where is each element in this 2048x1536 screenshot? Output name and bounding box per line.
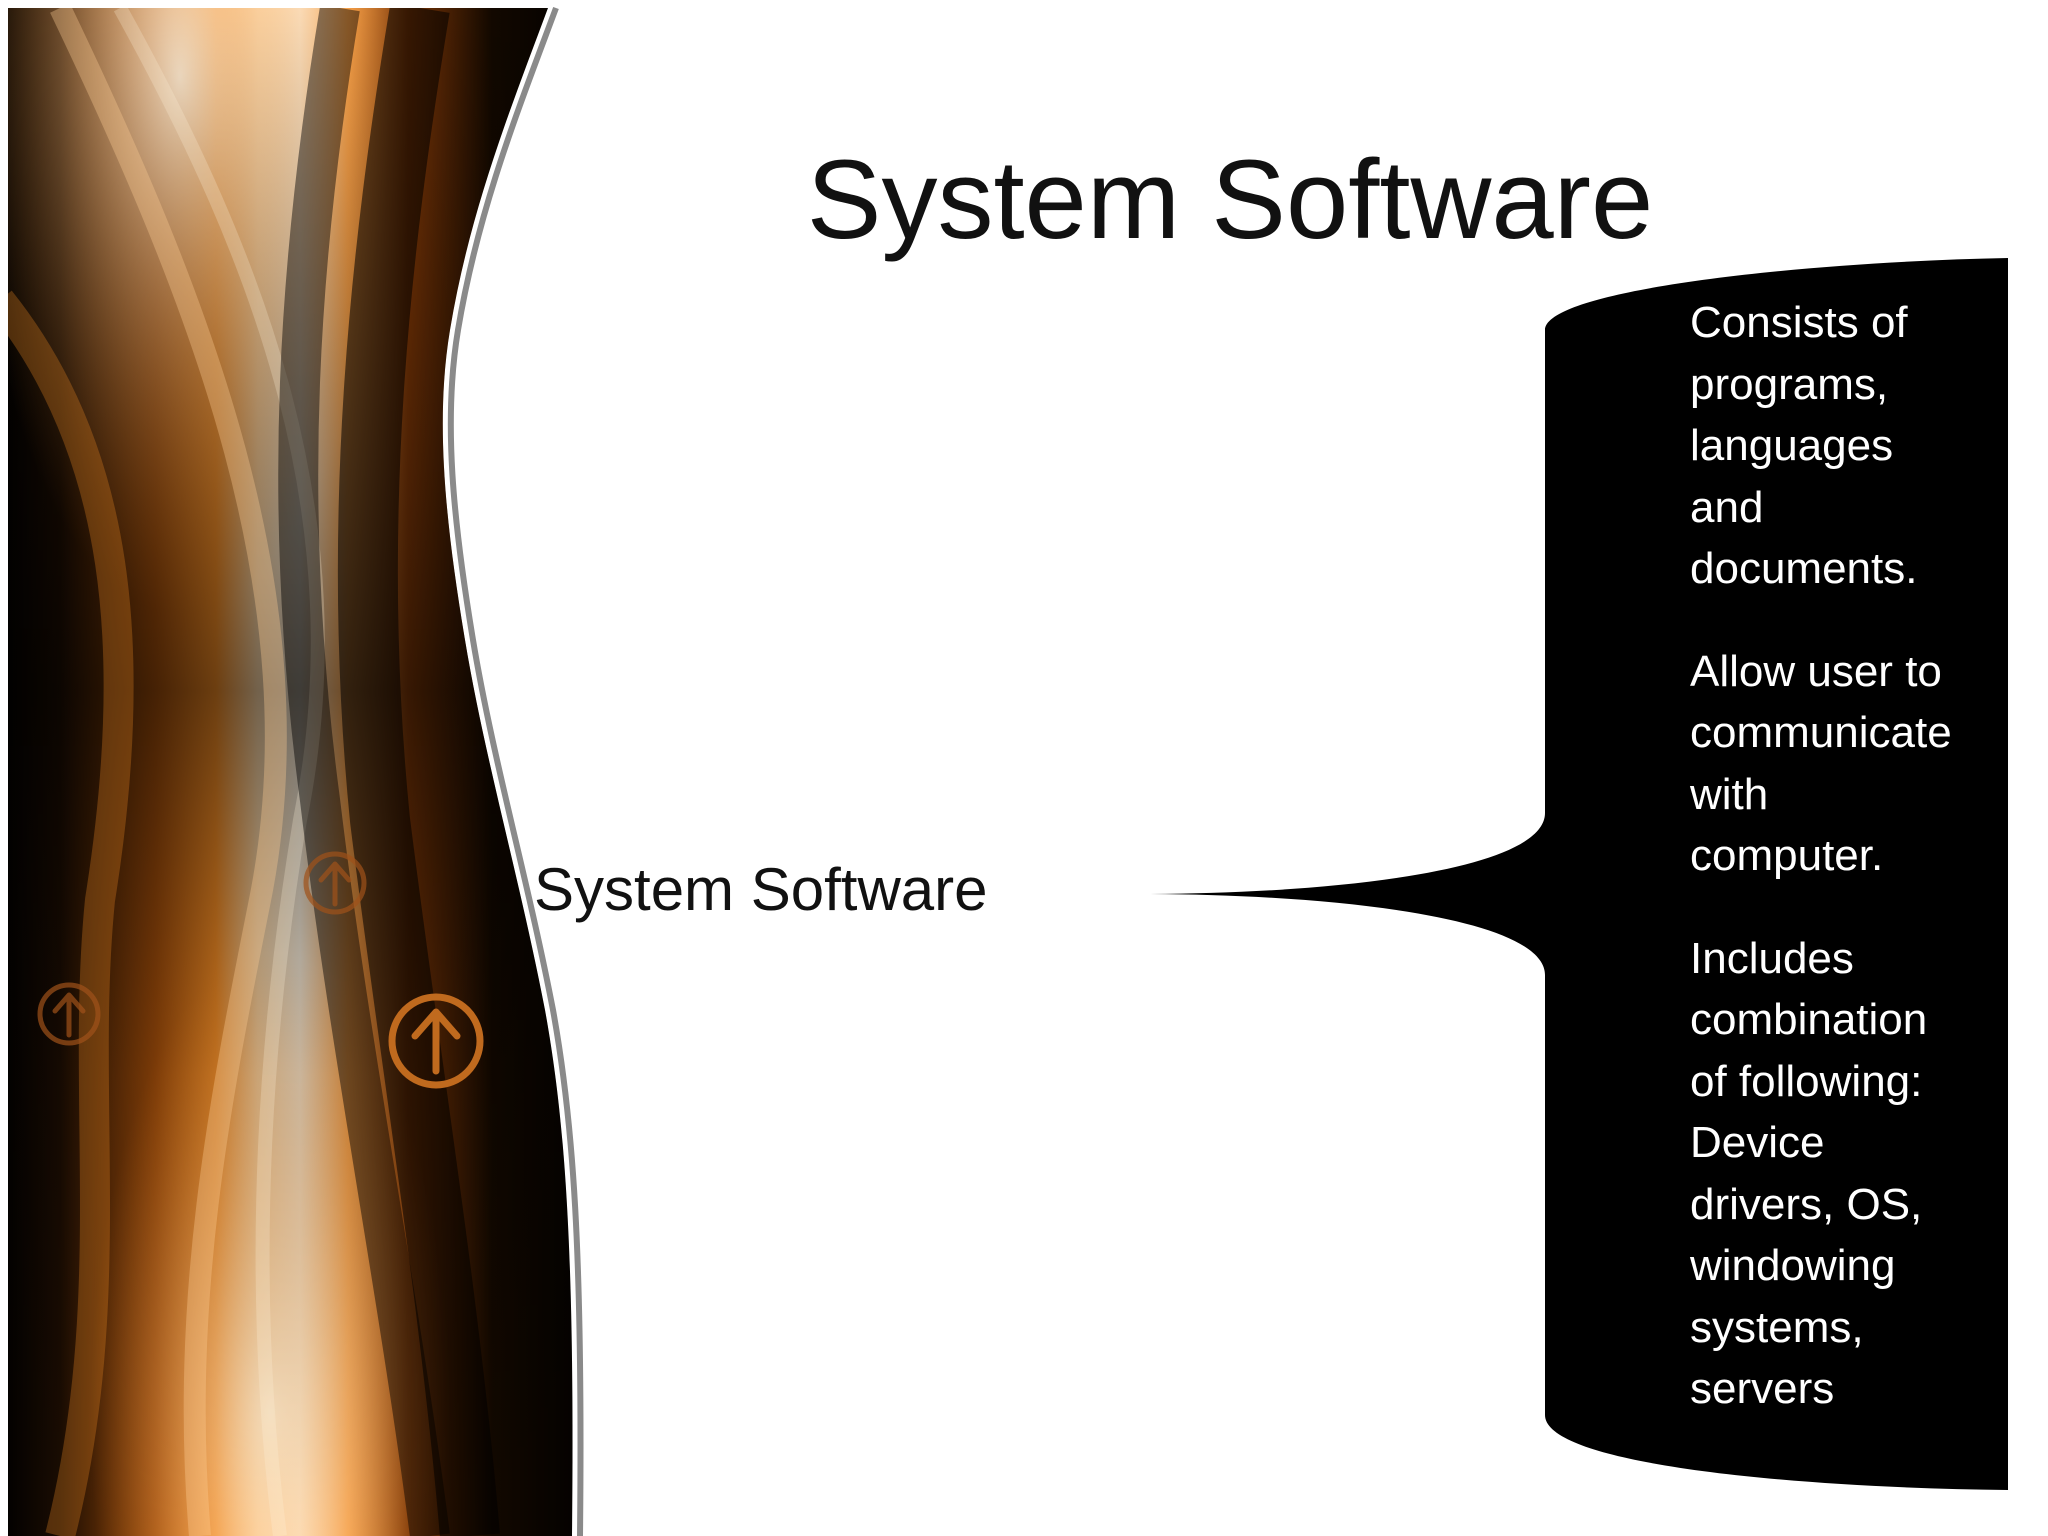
flame-panel xyxy=(8,8,573,1536)
slide-title: System Software xyxy=(806,137,1654,262)
text-line: systems, xyxy=(1690,1302,1864,1352)
arrow-up-circle-icon xyxy=(37,982,101,1046)
text-line: with xyxy=(1690,769,1769,819)
arrow-up-circle-icon xyxy=(303,851,367,915)
text-line: programs, xyxy=(1690,359,1889,409)
text-line: Allow user to xyxy=(1690,646,1942,696)
text-line: Includes xyxy=(1690,933,1854,983)
text-line: and xyxy=(1690,482,1764,532)
text-line: of following: xyxy=(1690,1056,1923,1106)
left-label: System Software xyxy=(534,856,988,923)
text-line: Consists of xyxy=(1690,298,1908,347)
text-line: servers xyxy=(1690,1364,1835,1413)
text-line: windowing xyxy=(1690,1241,1896,1290)
brace-text-block: Consists of programs, languages and docu… xyxy=(1690,292,2030,1420)
brace-paragraph: Allow user to communicate with computer. xyxy=(1690,641,2030,887)
brace-callout-shape xyxy=(1150,258,2008,1490)
text-line: Device xyxy=(1690,1118,1825,1167)
text-line: combination xyxy=(1690,995,1928,1044)
text-line: documents. xyxy=(1690,544,1918,593)
arrow-up-circle-icon xyxy=(388,993,484,1089)
brace-paragraph: Includes combination of following: Devic… xyxy=(1690,928,2030,1420)
text-line: languages xyxy=(1690,421,1894,470)
text-line: drivers, OS, xyxy=(1690,1179,1923,1229)
brace-paragraph: Consists of programs, languages and docu… xyxy=(1690,292,2030,600)
panel-edge xyxy=(447,6,584,1536)
text-line: computer. xyxy=(1690,831,1884,880)
text-line: communicate xyxy=(1690,708,1952,757)
